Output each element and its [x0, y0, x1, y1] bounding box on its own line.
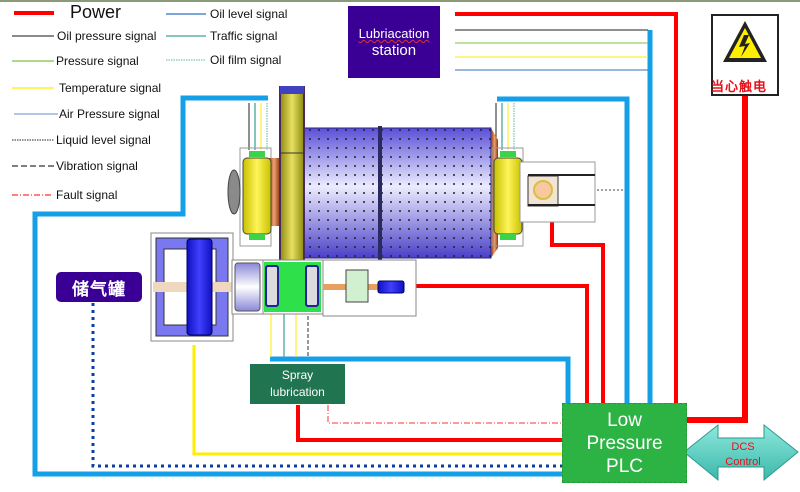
lub-station-signal-lines: [455, 29, 648, 71]
spray-lubrication-label-2: lubrication: [270, 385, 325, 399]
temperature-signal-line: [192, 345, 562, 456]
left-bearing: [242, 157, 272, 235]
right-bearing-bottom-pad: [500, 234, 516, 240]
legend-label-fault: Fault signal: [56, 188, 118, 202]
legend-label-traffic: Traffic signal: [210, 29, 278, 43]
bus-right-bearing: [497, 96, 630, 403]
air-tank-label: 储气罐: [72, 279, 126, 300]
slow-drive-gear: [533, 180, 553, 200]
legend-label-oil-pressure: Oil pressure signal: [57, 29, 157, 43]
left-bearing-bottom-pad: [249, 234, 265, 240]
aux-motor: [377, 280, 405, 294]
right-bearing-top-pad: [500, 151, 516, 157]
legend-label-power: Power: [70, 2, 122, 22]
air-tank-box: 储气罐: [56, 272, 142, 302]
lubrication-station-label-1: Lubriacation: [358, 26, 430, 41]
fault-signal-line: [327, 405, 562, 424]
air-pressure-signal-line: [91, 303, 562, 468]
left-pulley: [227, 169, 241, 215]
mill-shell-joint: [378, 126, 382, 261]
power-lines: [296, 12, 748, 442]
plc-label-1: Low: [607, 409, 642, 431]
lubrication-station-label-2: station: [371, 42, 417, 59]
dcs-arrow: [683, 423, 799, 482]
coupling: [234, 262, 261, 312]
plc-label-3: PLC: [606, 455, 643, 477]
ball-mill: [227, 86, 596, 314]
warning-sign-label: 当心触电: [710, 80, 767, 95]
dcs-label-2: Control: [725, 456, 761, 468]
power-right-motor: [550, 212, 605, 403]
legend-label-vibration: Vibration signal: [56, 159, 138, 173]
high-voltage-warning-icon: [739, 35, 750, 57]
power-small-motor: [411, 284, 589, 403]
left-bearing-signal-drops: [248, 103, 268, 150]
spray-lubrication-label-1: Spray: [281, 368, 314, 382]
pinion-bearing-left: [265, 265, 279, 307]
lubrication-station-box: Lubriacation station: [348, 6, 440, 78]
power-lub-station: [455, 12, 678, 403]
drive-train: [150, 232, 417, 342]
dcs-label-1: DCS: [731, 441, 755, 453]
main-motor: [186, 238, 213, 336]
pinion-bearing-right: [305, 265, 319, 307]
power-dcs: [687, 92, 748, 423]
electric-warning-sign: [711, 14, 779, 96]
bus-spray: [270, 356, 571, 403]
left-bearing-top-pad: [249, 151, 265, 157]
right-bearing: [493, 157, 523, 235]
power-spray: [296, 405, 562, 442]
legend: [12, 11, 206, 196]
right-bearing-signal-drops: [495, 103, 515, 150]
spray-lubrication-box: Spray lubrication: [250, 364, 345, 404]
legend-label-pressure: Pressure signal: [56, 54, 139, 68]
legend-label-oil-level: Oil level signal: [210, 7, 288, 21]
signal-bus-lines: [32, 30, 653, 477]
legend-label-oil-film: Oil film signal: [210, 53, 282, 67]
legend-label-liquid-level: Liquid level signal: [56, 133, 151, 147]
bus-outer-left: [32, 95, 562, 477]
plc-label-2: Pressure: [586, 432, 663, 454]
legend-label-temperature: Temperature signal: [59, 81, 162, 95]
legend-label-air-pressure: Air Pressure signal: [59, 107, 160, 121]
girth-gear-cap: [280, 86, 304, 94]
reducer-body: [345, 269, 369, 303]
mill-shell-dots: [304, 128, 491, 258]
low-pressure-plc-box: Low Pressure PLC: [562, 403, 687, 483]
pinion-signal-drops: [270, 310, 309, 357]
dcs-control-label: DCS Control: [718, 440, 768, 470]
top-border: [0, 0, 800, 2]
